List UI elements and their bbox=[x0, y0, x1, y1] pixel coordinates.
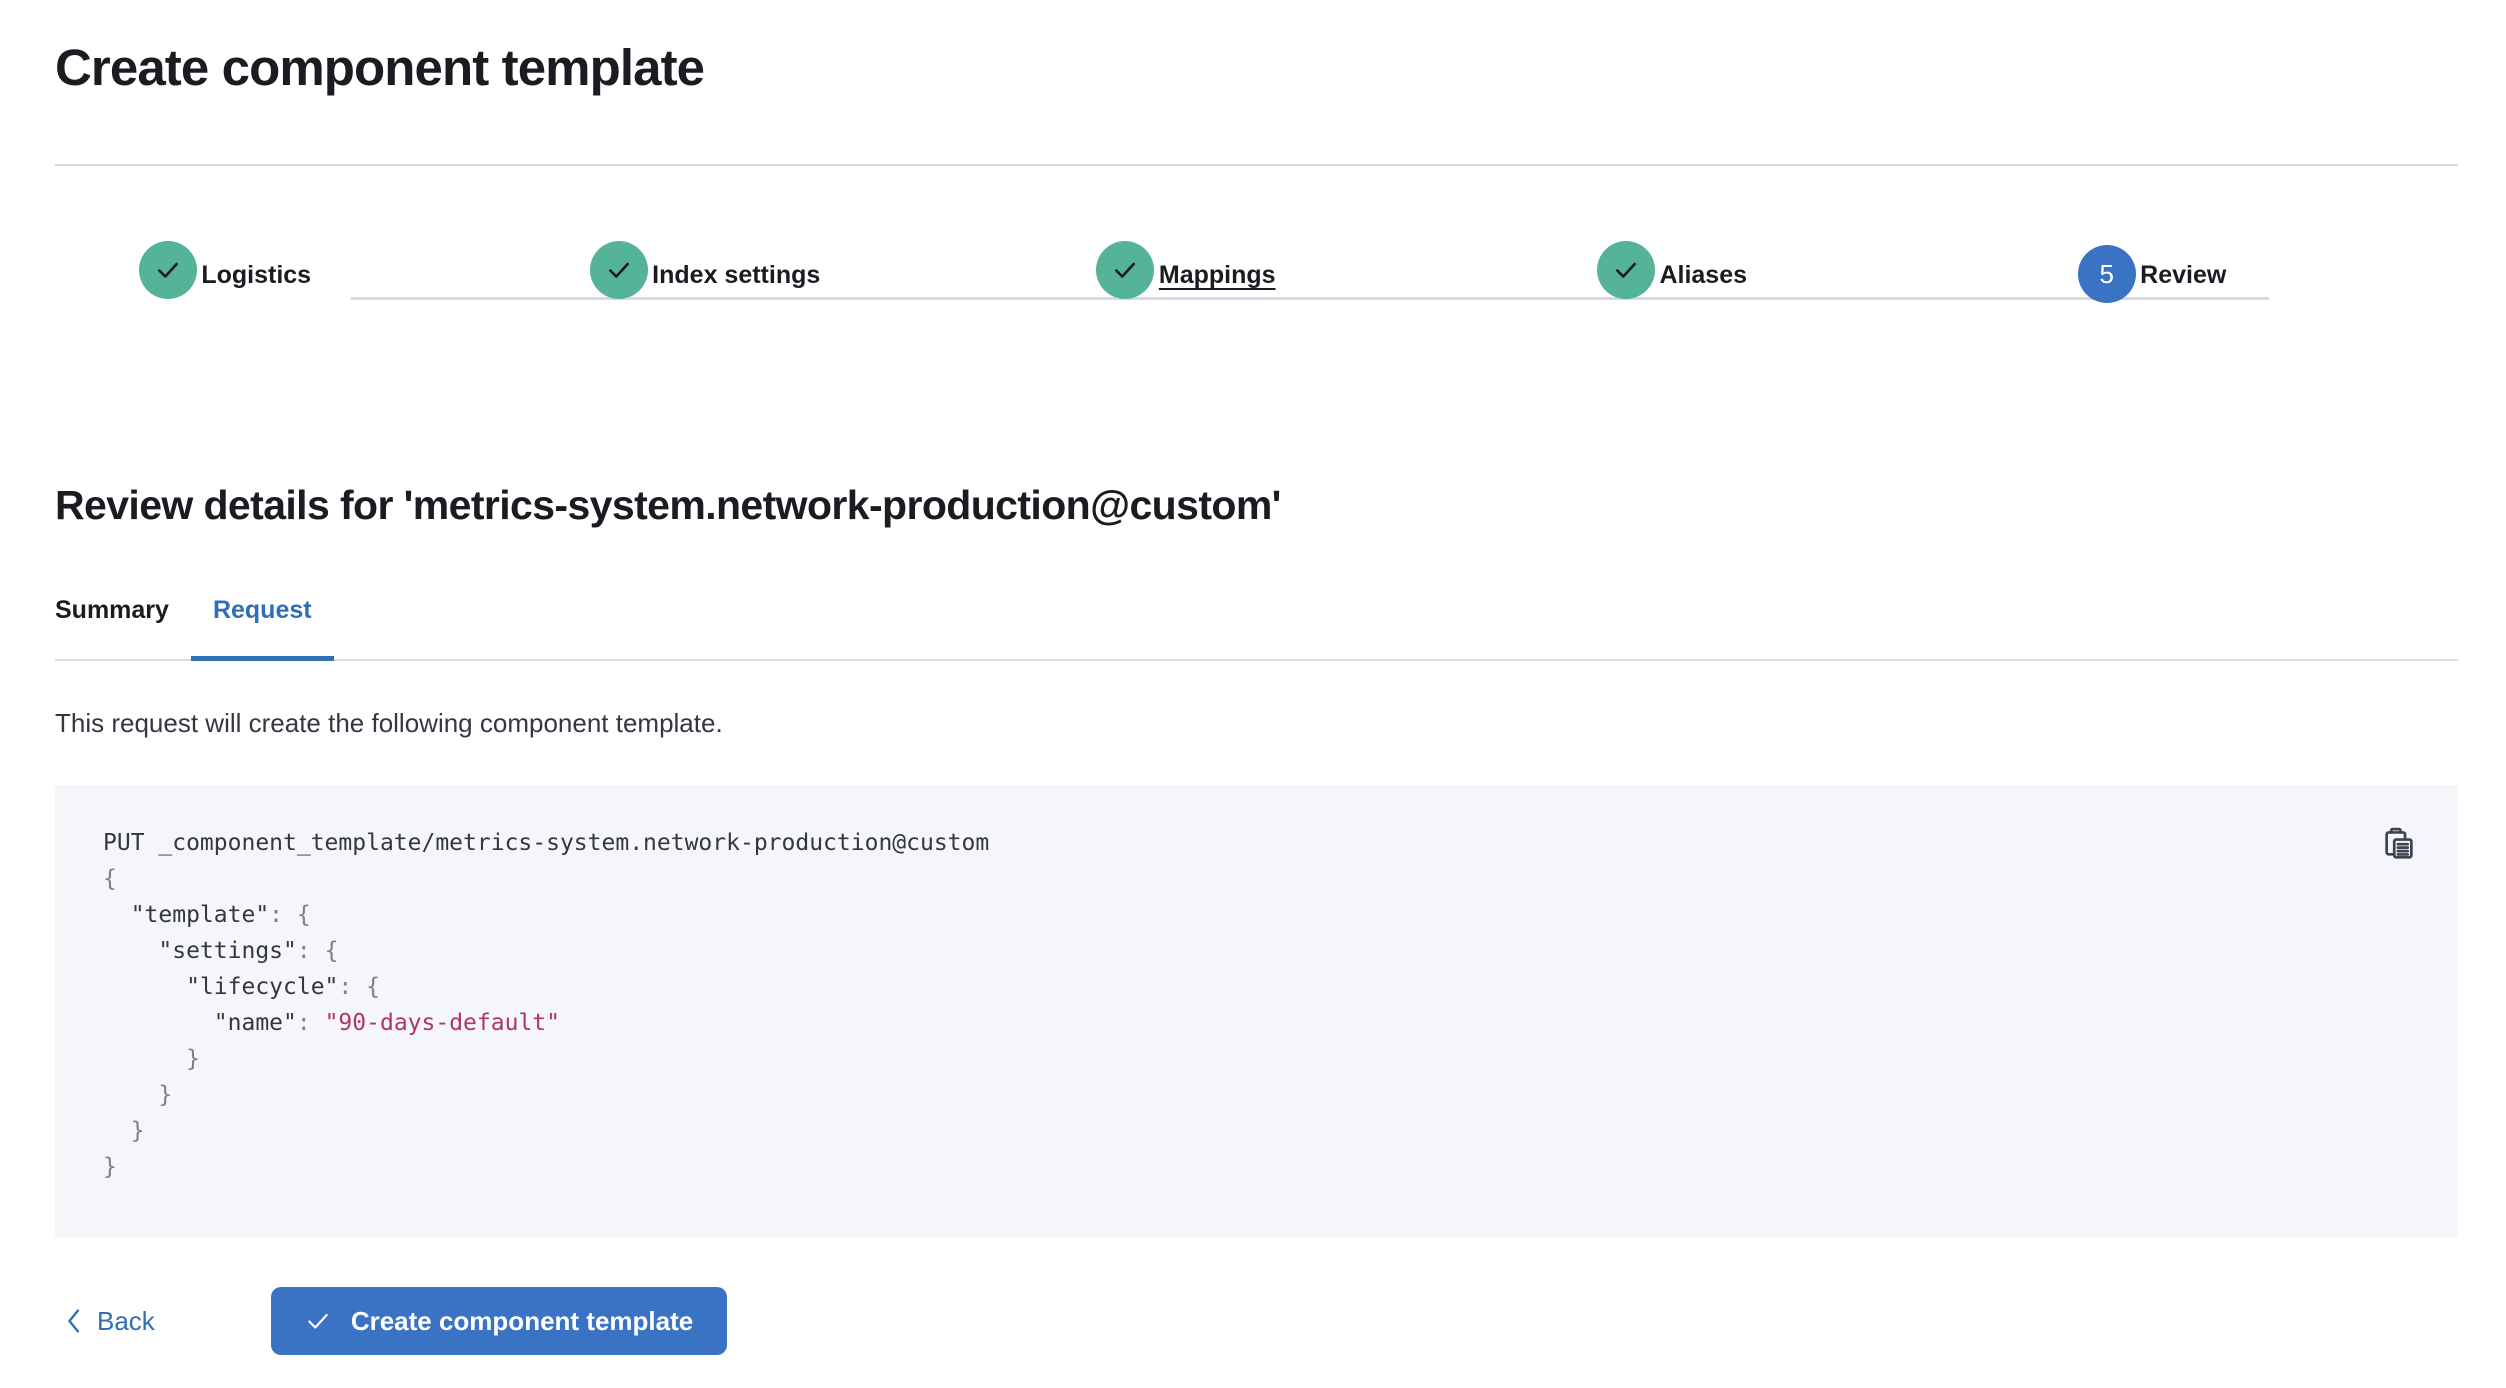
step-index-settings[interactable]: Index settings bbox=[535, 240, 875, 299]
code-line: PUT _component_template/metrics-system.n… bbox=[103, 830, 989, 856]
step-indicator-logistics[interactable] bbox=[138, 241, 197, 299]
request-code-panel: PUT _component_template/metrics-system.n… bbox=[55, 785, 2458, 1238]
code-line: } bbox=[103, 1082, 173, 1108]
step-review[interactable]: 5 Review bbox=[1982, 240, 2322, 303]
code-line: } bbox=[103, 1154, 117, 1180]
step-label-aliases: Aliases bbox=[1659, 261, 1747, 289]
request-description: This request will create the following c… bbox=[55, 708, 723, 738]
code-line: { bbox=[103, 866, 117, 892]
chevron-left-icon bbox=[68, 1309, 80, 1333]
step-indicator-index-settings[interactable] bbox=[589, 241, 648, 299]
check-icon bbox=[608, 262, 629, 278]
step-indicator-review[interactable]: 5 bbox=[2077, 245, 2136, 303]
step-label-index-settings: Index settings bbox=[652, 261, 821, 289]
code-line: "template": { bbox=[103, 902, 311, 928]
code-line: "lifecycle": { bbox=[103, 974, 380, 1000]
step-aliases[interactable]: Aliases bbox=[1502, 240, 1842, 299]
step-logistics[interactable]: Logistics bbox=[55, 240, 395, 299]
page-title: Create component template bbox=[55, 39, 705, 96]
tab-summary[interactable]: Summary bbox=[33, 595, 191, 661]
code-line: } bbox=[103, 1046, 200, 1072]
back-button-label: Back bbox=[97, 1306, 155, 1336]
step-label-mappings[interactable]: Mappings bbox=[1158, 261, 1276, 289]
back-button[interactable]: Back bbox=[55, 1298, 165, 1344]
code-line: "settings": { bbox=[103, 938, 339, 964]
code-line: "name": "90-days-default" bbox=[103, 1010, 560, 1036]
step-mappings[interactable]: Mappings bbox=[1016, 240, 1356, 299]
step-indicator-aliases[interactable] bbox=[1596, 241, 1655, 299]
copy-to-clipboard-button[interactable] bbox=[2378, 823, 2420, 865]
step-number: 5 bbox=[2099, 259, 2114, 289]
step-indicator-mappings[interactable] bbox=[1096, 241, 1155, 299]
wizard-stepper: Logistics Index settings Mappings Aliase… bbox=[55, 240, 2458, 385]
stepper-track bbox=[351, 297, 2269, 300]
wizard-footer: Back Create component template bbox=[55, 1287, 728, 1355]
check-icon bbox=[1115, 262, 1136, 278]
request-code-block[interactable]: PUT _component_template/metrics-system.n… bbox=[103, 825, 989, 1185]
check-icon bbox=[308, 1313, 328, 1329]
check-icon bbox=[1616, 262, 1636, 278]
create-component-template-button[interactable]: Create component template bbox=[270, 1287, 728, 1355]
clipboard-copy-icon bbox=[2385, 827, 2413, 859]
code-token-lifecycle-name: "90-days-default" bbox=[324, 1010, 560, 1036]
tab-request[interactable]: Request bbox=[190, 595, 334, 661]
create-component-template-label: Create component template bbox=[350, 1306, 694, 1336]
review-tabs: Summary Request bbox=[55, 595, 2458, 661]
step-label-review: Review bbox=[2140, 261, 2227, 289]
code-line: } bbox=[103, 1118, 145, 1144]
review-heading: Review details for 'metrics-system.netwo… bbox=[55, 482, 1281, 528]
header-divider bbox=[55, 164, 2458, 166]
code-token-method: PUT _component_template/metrics-system.n… bbox=[103, 830, 990, 856]
step-label-logistics: Logistics bbox=[201, 261, 312, 289]
check-icon bbox=[157, 262, 178, 278]
